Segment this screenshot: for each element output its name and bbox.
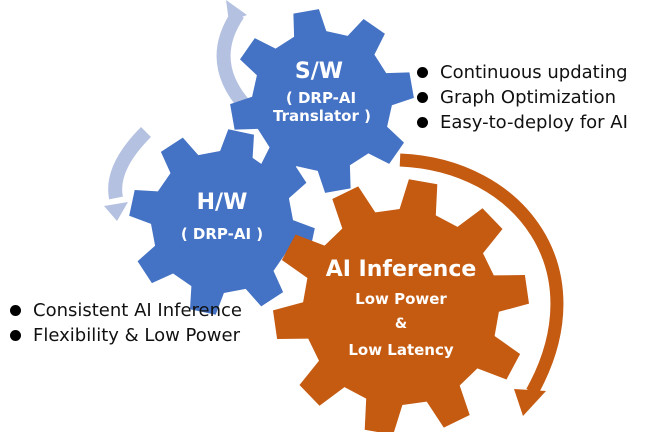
feature-text: Consistent AI Inference [33,300,242,321]
bullet-icon [417,117,428,128]
sw-gear-line2: Translator ) [273,107,371,125]
rotation-arrow-lower [108,127,152,200]
ai-inference-gear [273,179,529,432]
bullet-icon [10,330,21,341]
hw-gear-line1: ( DRP-AI ) [181,225,263,243]
hw-gear [129,129,315,315]
rotation-arrow-orange [399,153,564,396]
ai-gear-title: AI Inference [326,257,477,282]
sw-gear-title: S/W [295,59,343,84]
feature-text: Easy-to-deploy for AI [440,112,628,133]
feature-text: Continuous updating [440,62,628,83]
feature-text: Graph Optimization [440,87,617,108]
feature-text: Flexibility & Low Power [33,325,240,346]
list-item: Flexibility & Low Power [10,323,242,348]
rotation-arrow-orange-head [514,389,546,416]
hw-gear-title: H/W [197,190,248,215]
bullet-icon [417,92,428,103]
sw-gear-line1: ( DRP-AI [286,89,356,107]
bullet-icon [417,67,428,78]
rotation-arrow-lower-head [104,202,128,221]
ai-gear-line1: Low Power [355,290,447,308]
sw-feature-list: Continuous updating Graph Optimization E… [417,60,628,135]
ai-gear-line2: & [395,316,407,332]
hw-feature-list: Consistent AI Inference Flexibility & Lo… [10,298,242,348]
list-item: Continuous updating [417,60,628,85]
list-item: Easy-to-deploy for AI [417,110,628,135]
list-item: Consistent AI Inference [10,298,242,323]
ai-gear-line3: Low Latency [348,341,454,359]
bullet-icon [10,305,21,316]
list-item: Graph Optimization [417,85,628,110]
rotation-arrow-upper-head [226,0,247,22]
sw-gear [230,9,414,193]
